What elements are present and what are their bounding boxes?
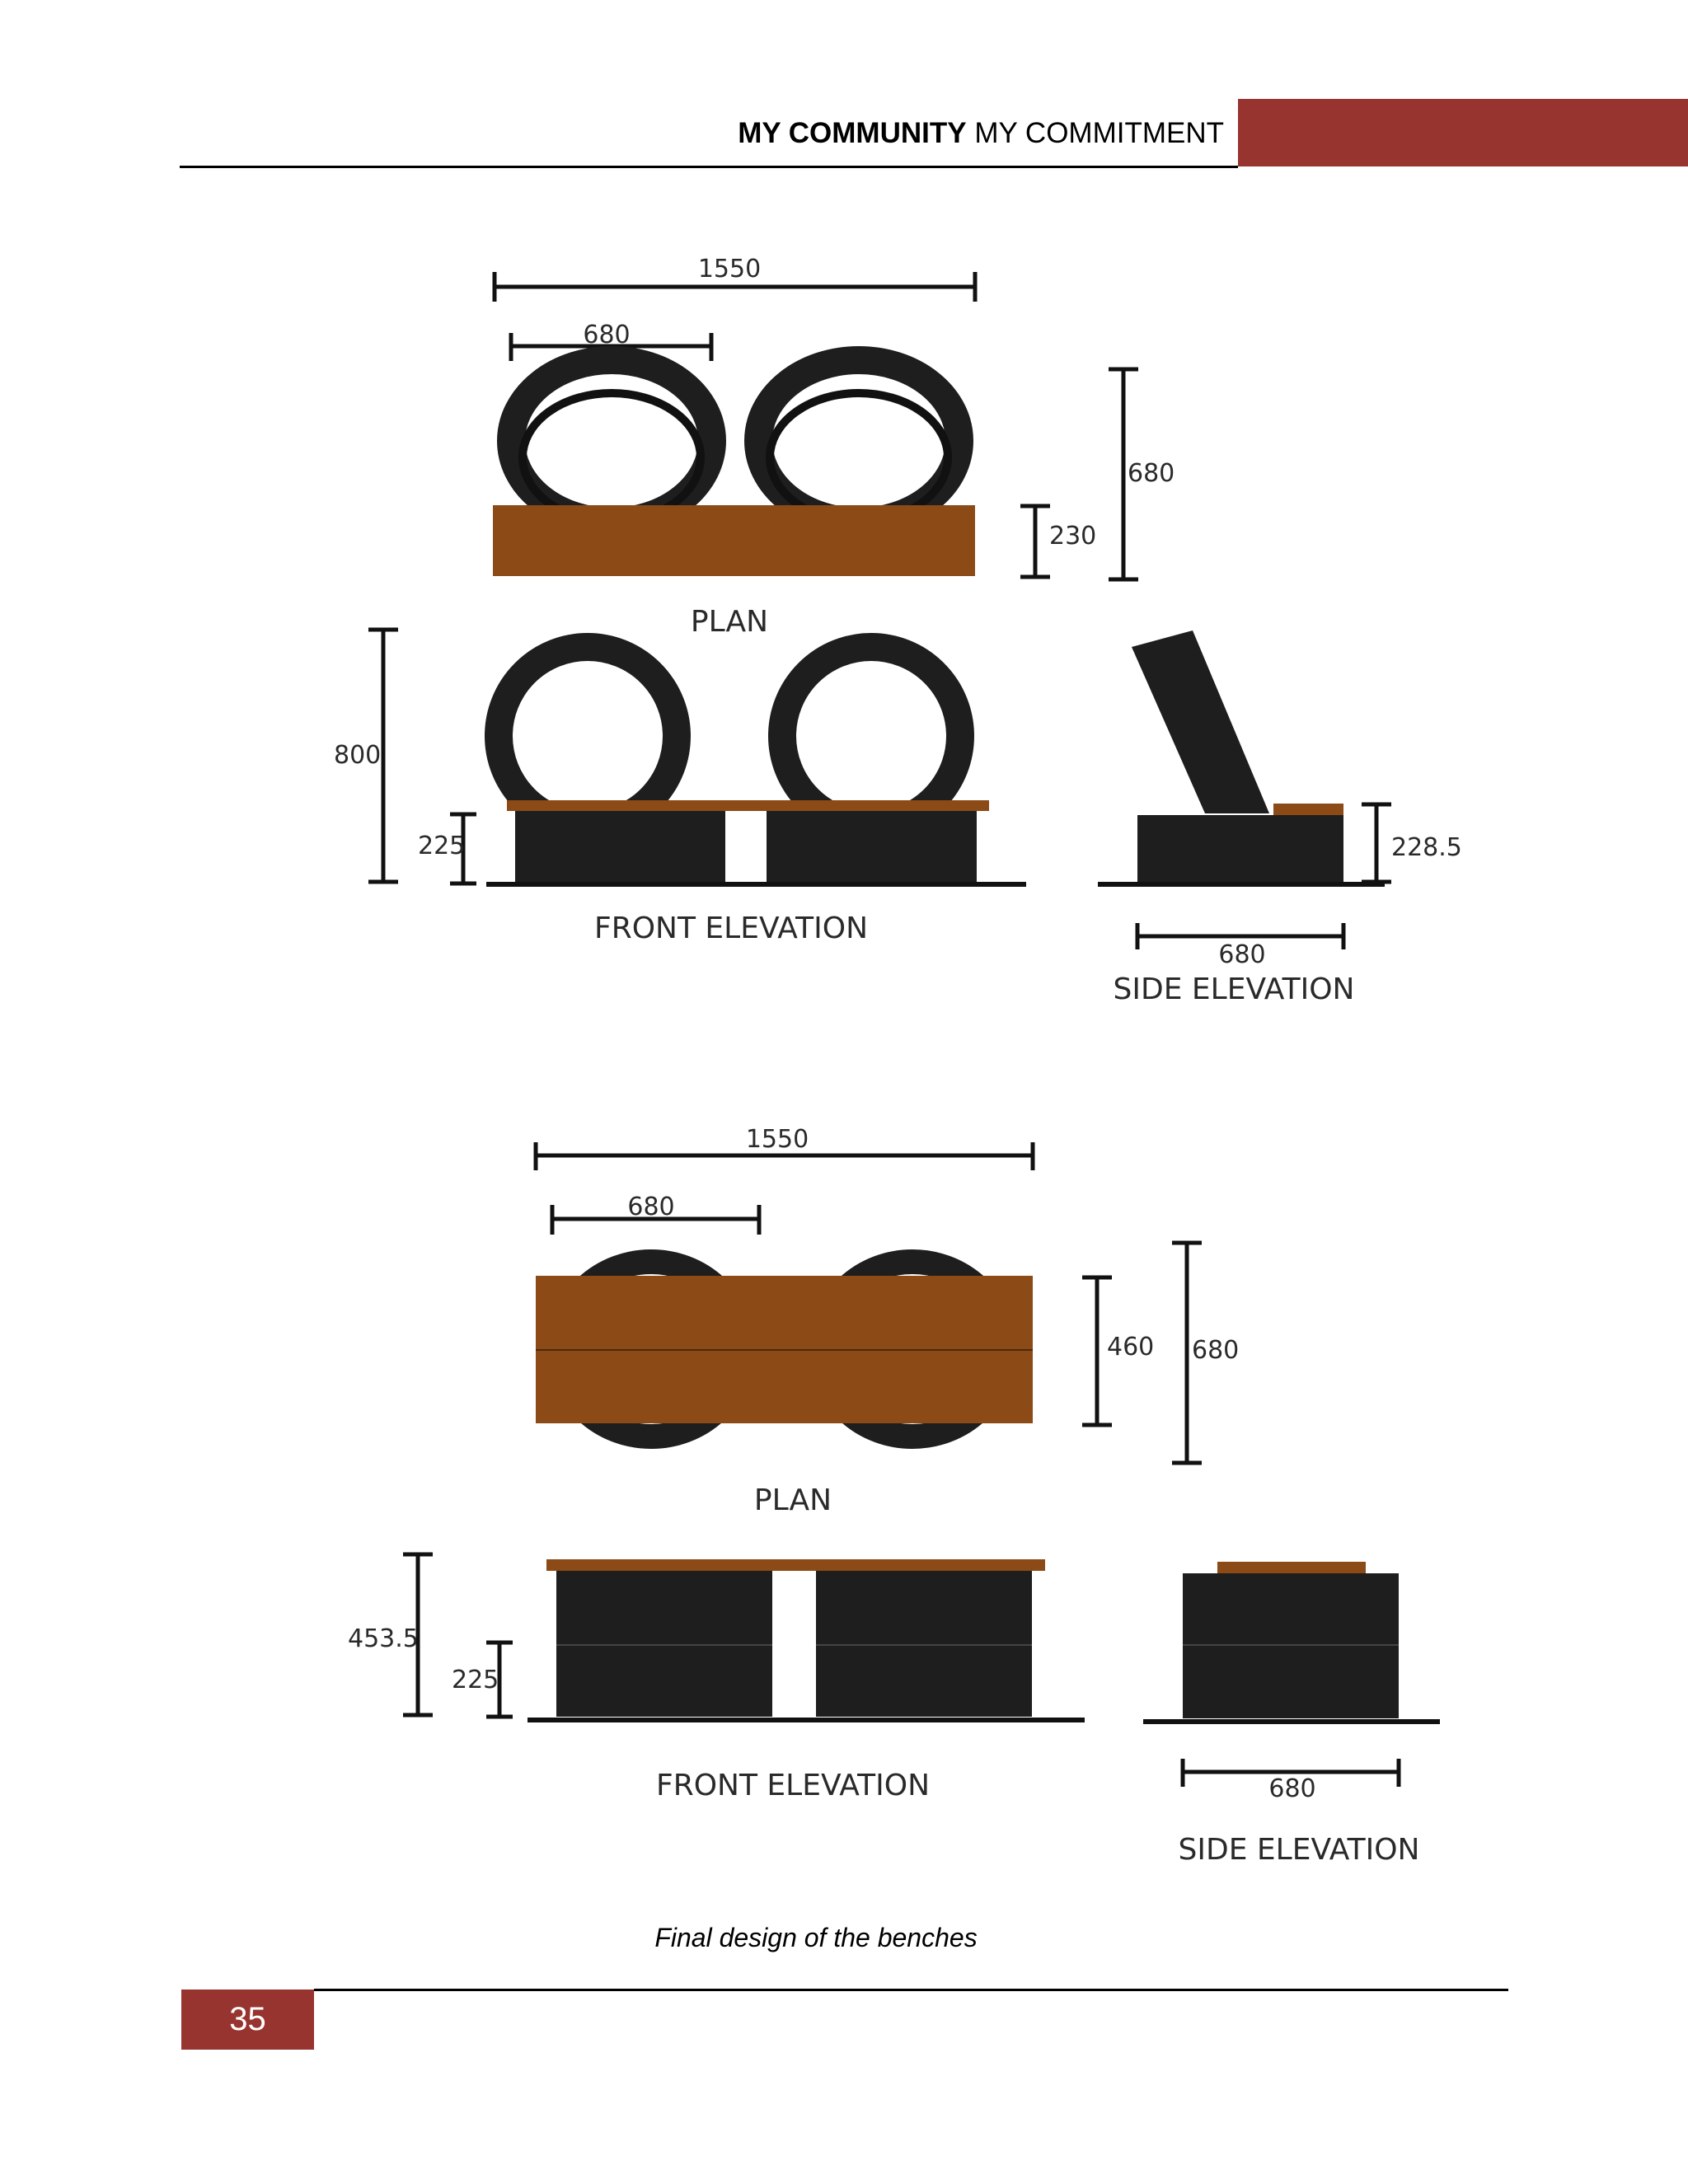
view-label-side-elevation: SIDE ELEVATION — [1179, 1833, 1420, 1867]
view-label-plan: PLAN — [691, 605, 768, 639]
view-label-side-elevation: SIDE ELEVATION — [1114, 972, 1355, 1006]
view-label-front-elevation: FRONT ELEVATION — [594, 912, 868, 945]
dim-label-seat-depth: 230 — [1049, 522, 1096, 551]
tyre-stack-right — [816, 1571, 1032, 1717]
figure-caption: Final design of the benches — [654, 1923, 978, 1952]
dim-line-1550 — [533, 1142, 1035, 1170]
dim-line-225 — [450, 812, 476, 886]
tyre-left — [497, 346, 726, 536]
bench2-plan-view: 1550 680 460 680 PLAN — [533, 1125, 1239, 1517]
dim-line-680 — [1135, 923, 1346, 949]
dim-line-680-vertical — [1172, 1240, 1202, 1465]
dim-line-460 — [1082, 1275, 1112, 1427]
header-accent-bar — [1238, 99, 1688, 166]
base-block-right — [767, 811, 977, 883]
dim-line-800 — [368, 627, 398, 884]
page-number-box: 35 — [181, 1990, 314, 2050]
dim-label-depth: 680 — [1128, 459, 1175, 488]
tyre-left — [485, 633, 691, 839]
dim-label-width: 680 — [1218, 940, 1265, 969]
bench1-side-elevation: 228.5 680 SIDE ELEVATION — [1098, 630, 1462, 1006]
dim-line-680 — [550, 1205, 762, 1235]
view-label-plan: PLAN — [754, 1483, 832, 1517]
tyre-backrest — [1132, 630, 1269, 813]
dim-line-230 — [1020, 504, 1050, 579]
dim-label-height: 800 — [334, 741, 381, 770]
footer-rule — [314, 1989, 1508, 1991]
dim-line-228-5 — [1362, 802, 1391, 884]
dim-label-overall-length: 1550 — [698, 255, 761, 284]
page-number: 35 — [229, 2001, 266, 2037]
seat-plank — [1273, 804, 1343, 815]
seat-plank — [546, 1559, 1045, 1571]
dim-line-680-vertical — [1109, 367, 1138, 582]
dim-label-tyre-width: 680 — [583, 321, 630, 349]
base-block-left — [515, 811, 725, 883]
seat-plank — [507, 800, 989, 811]
tyre-right — [768, 633, 974, 839]
dim-label-height: 453.5 — [348, 1624, 419, 1653]
view-label-front-elevation: FRONT ELEVATION — [656, 1769, 930, 1802]
dim-line-680 — [1180, 1759, 1401, 1787]
dim-line-1550 — [492, 272, 978, 302]
tyre-right — [744, 346, 973, 536]
dim-label-overall-length: 1550 — [746, 1125, 809, 1154]
tyre-stack-left — [556, 1571, 772, 1717]
dim-label-seat-height: 225 — [418, 832, 465, 860]
bench2-side-elevation: 680 SIDE ELEVATION — [1143, 1562, 1440, 1867]
running-header: MY COMMUNITY MY COMMITMENT — [709, 117, 1224, 150]
dim-line-680 — [509, 333, 714, 361]
header-title-regular: MY COMMITMENT — [974, 117, 1224, 149]
seat-plank — [493, 505, 975, 576]
header-title-bold: MY COMMUNITY — [738, 117, 967, 149]
dim-line-225 — [486, 1640, 513, 1719]
seat-plank — [1217, 1562, 1366, 1573]
bench1-front-elevation: 800 225 FRONT ELEVATION — [334, 627, 1026, 945]
dim-label-seat-height: 225 — [452, 1666, 499, 1694]
dim-label-seat-height: 228.5 — [1391, 833, 1462, 862]
bench2-front-elevation: 453.5 225 FRONT ELEVATION — [348, 1552, 1085, 1802]
dim-label-width: 680 — [1268, 1774, 1315, 1803]
dim-label-seat-depth: 460 — [1107, 1333, 1154, 1361]
base-block — [1137, 815, 1343, 883]
dim-label-tyre-width: 680 — [627, 1193, 674, 1221]
dim-line-453-5 — [403, 1552, 433, 1718]
bench1-plan-view: 1550 680 230 680 P — [492, 255, 1175, 639]
dim-label-depth: 680 — [1192, 1336, 1239, 1365]
header-rule — [180, 166, 1238, 168]
